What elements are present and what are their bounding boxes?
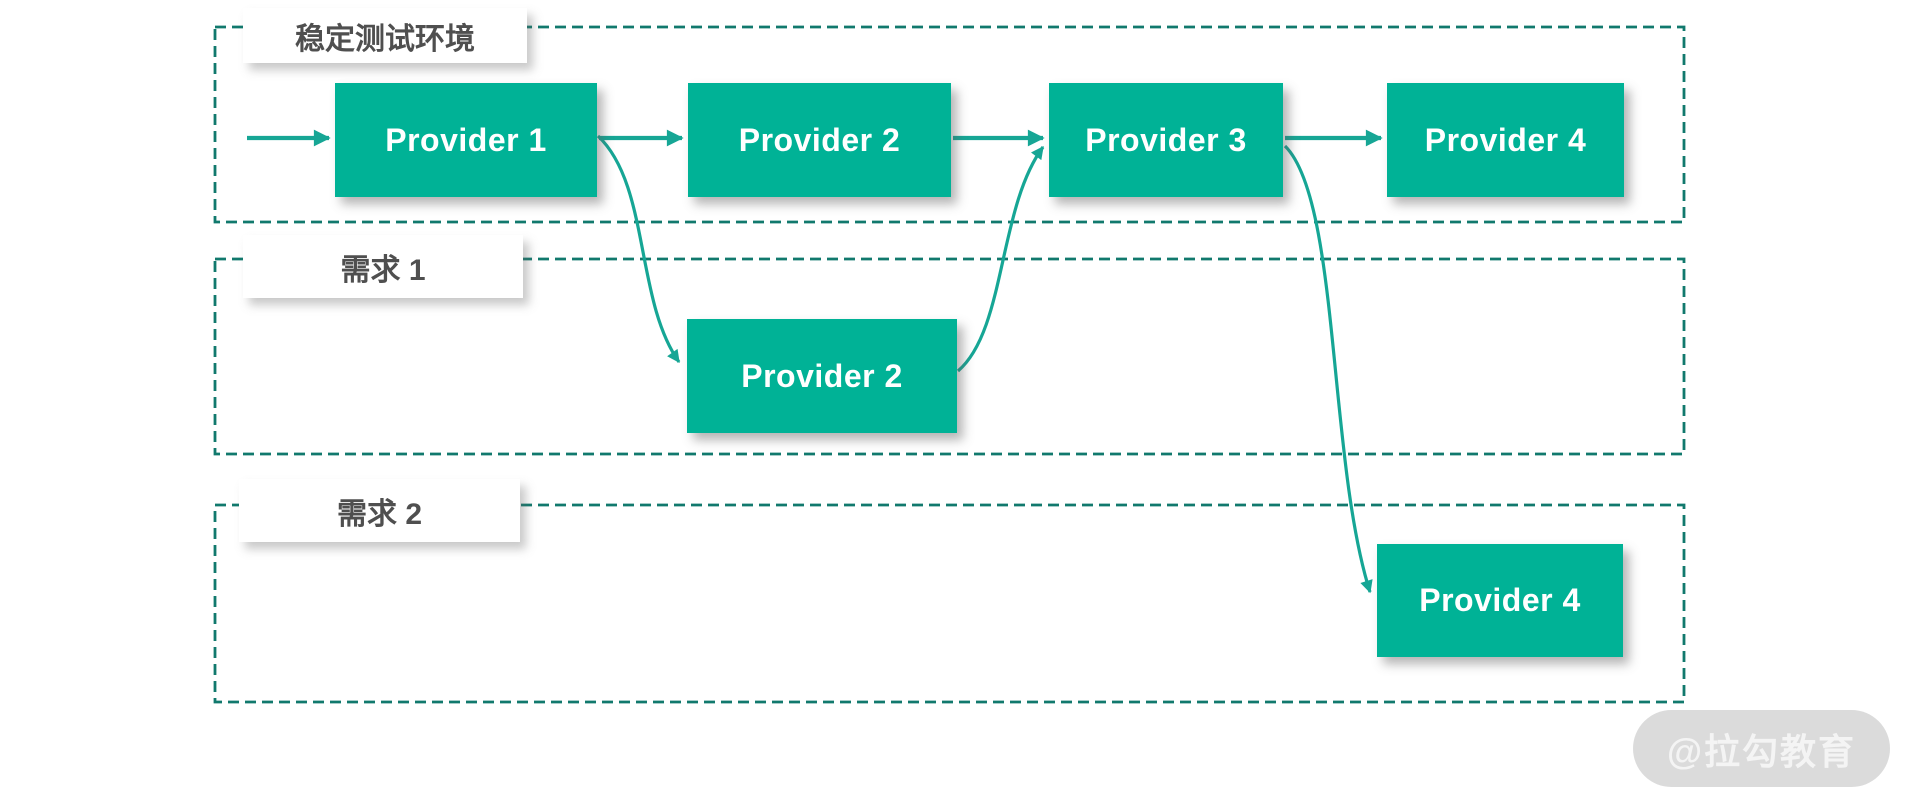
- group-border-requirement-1: [213, 257, 1686, 456]
- node-req1-provider2: Provider 2: [687, 319, 957, 433]
- group-label-requirement-1: 需求 1: [243, 235, 523, 298]
- arrow-provider1-to-req1-provider2: [596, 134, 681, 364]
- node-stable-provider3: Provider 3: [1049, 83, 1283, 197]
- group-border-requirement-2: [213, 503, 1686, 704]
- group-border-stable-env: [213, 25, 1686, 224]
- node-stable-provider1: Provider 1: [335, 83, 597, 197]
- group-label-stable-env: 稳定测试环境: [243, 8, 527, 63]
- group-label-requirement-2: 需求 2: [239, 479, 520, 542]
- node-stable-provider4: Provider 4: [1387, 83, 1624, 197]
- node-req2-provider4: Provider 4: [1377, 544, 1623, 657]
- arrow-req1-provider2-to-provider3: [956, 145, 1045, 373]
- arrow-provider3-to-req2-provider4: [1283, 144, 1373, 594]
- node-stable-provider2: Provider 2: [688, 83, 951, 197]
- watermark-badge: @拉勾教育: [1633, 710, 1890, 787]
